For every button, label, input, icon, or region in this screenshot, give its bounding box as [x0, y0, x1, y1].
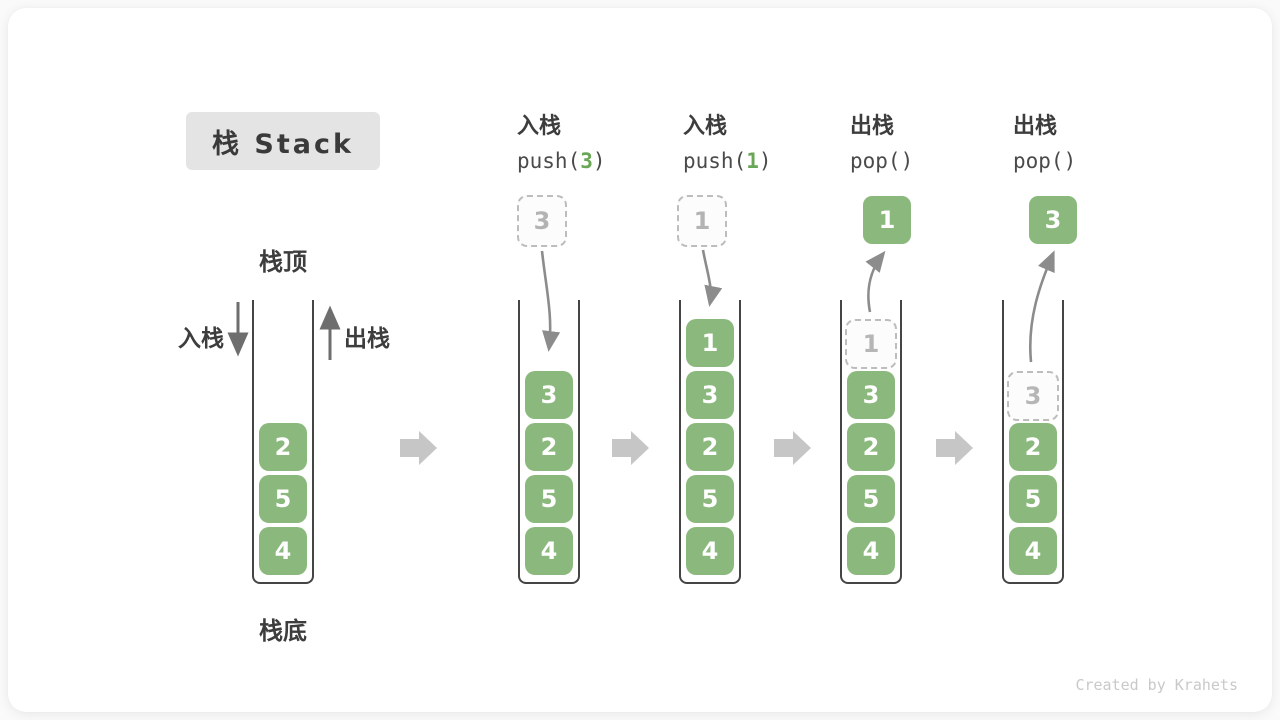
stage-op-label: 出栈	[1013, 114, 1058, 139]
stack-cell-ghost: 3	[1007, 371, 1059, 421]
stack-cell: 5	[525, 475, 573, 523]
stack-cell: 2	[847, 423, 895, 471]
stage-op-label: 入栈	[683, 114, 728, 139]
push-side-label: 入栈	[178, 326, 224, 352]
stack-container-after-pop-3: 3 2 5 4	[1002, 300, 1064, 584]
stack-cell: 1	[686, 319, 734, 367]
stack-container-after-push-1: 1 3 2 5 4	[679, 300, 741, 584]
stack-cell: 4	[259, 527, 307, 575]
stage-code-label: pop()	[850, 149, 914, 173]
code-argument: 1	[746, 149, 759, 173]
stack-container-initial: 2 5 4	[252, 300, 314, 584]
diagram-title: 栈 Stack	[186, 112, 380, 170]
stack-cell: 5	[847, 475, 895, 523]
popped-value-box: 1	[863, 196, 911, 244]
code-argument: 3	[580, 149, 593, 173]
stack-cell: 5	[686, 475, 734, 523]
stack-container-after-push-3: 3 2 5 4	[518, 300, 580, 584]
stack-cell: 3	[686, 371, 734, 419]
credit-text: Created by Krahets	[1075, 676, 1238, 694]
stage-label-pop-1: 出栈 pop()	[850, 108, 1010, 173]
stack-cell: 3	[525, 371, 573, 419]
stage-op-label: 入栈	[517, 114, 562, 139]
stack-cell: 4	[686, 527, 734, 575]
stage-code-label: push(3)	[517, 149, 606, 173]
stack-cell: 2	[686, 423, 734, 471]
stack-cell: 2	[525, 423, 573, 471]
stack-cell: 4	[1009, 527, 1057, 575]
stack-cell: 4	[525, 527, 573, 575]
stack-cell: 5	[259, 475, 307, 523]
stage-code-label: pop()	[1013, 149, 1077, 173]
stack-top-label: 栈顶	[259, 248, 307, 276]
stage-op-label: 出栈	[850, 114, 895, 139]
pop-side-label: 出栈	[344, 326, 390, 352]
incoming-value-box: 1	[677, 195, 727, 247]
stage-code-label: push(1)	[683, 149, 772, 173]
stack-cell: 2	[1009, 423, 1057, 471]
stack-bottom-label: 栈底	[259, 617, 307, 645]
stack-cell: 3	[847, 371, 895, 419]
stack-cell: 5	[1009, 475, 1057, 523]
stack-cell: 2	[259, 423, 307, 471]
stack-cell: 4	[847, 527, 895, 575]
stage-label-push-1: 入栈 push(1)	[683, 108, 843, 173]
stack-container-after-pop-1: 1 3 2 5 4	[840, 300, 902, 584]
stack-cell-ghost: 1	[845, 319, 897, 369]
popped-value-box: 3	[1029, 196, 1077, 244]
incoming-value-box: 3	[517, 195, 567, 247]
stage-label-pop-3: 出栈 pop()	[1013, 108, 1173, 173]
stage-label-push-3: 入栈 push(3)	[517, 108, 677, 173]
